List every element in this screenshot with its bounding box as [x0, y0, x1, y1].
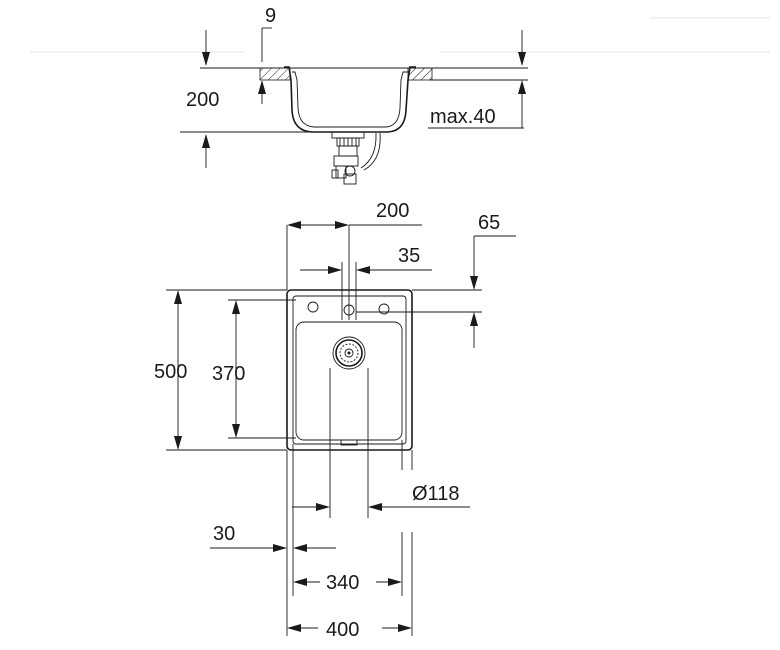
tap-hole-left-icon: [307, 301, 319, 313]
dim-tap-depth: 65: [478, 212, 500, 234]
dim-tap-offset: 200: [376, 200, 409, 222]
strainer-waste-icon: [331, 131, 381, 185]
bowl-inner-profile: [292, 71, 408, 128]
strainer-plan-icon: [332, 336, 366, 370]
dim-rim-width: 9: [265, 5, 276, 27]
worktop-hatch-left-icon: [259, 67, 291, 81]
background-guides: [30, 17, 770, 53]
dim-bowl-width: 340: [326, 572, 359, 594]
sink-inner-rim: [292, 295, 407, 445]
dim-edge-offset: 30: [213, 523, 235, 545]
dim-tap-hole: 35: [398, 245, 420, 267]
dim-overall-width: 400: [326, 619, 359, 641]
side-section-view: 9 200 max.40: [180, 5, 528, 185]
worktop-hatch-right-icon: [407, 67, 433, 81]
tap-hole-right-icon: [378, 303, 390, 315]
dim-max-thickness: max.40: [430, 106, 496, 128]
dim-bowl-length: 370: [212, 363, 245, 385]
overflow-slot-icon: [340, 439, 358, 446]
dim-waste-diameter: Ø118: [412, 483, 459, 505]
dim-bowl-depth: 200: [186, 89, 219, 111]
dim-overall-length: 500: [154, 361, 187, 383]
sink-outer-outline: [286, 289, 413, 451]
plan-view: 200 35 65 500 370: [154, 200, 516, 641]
